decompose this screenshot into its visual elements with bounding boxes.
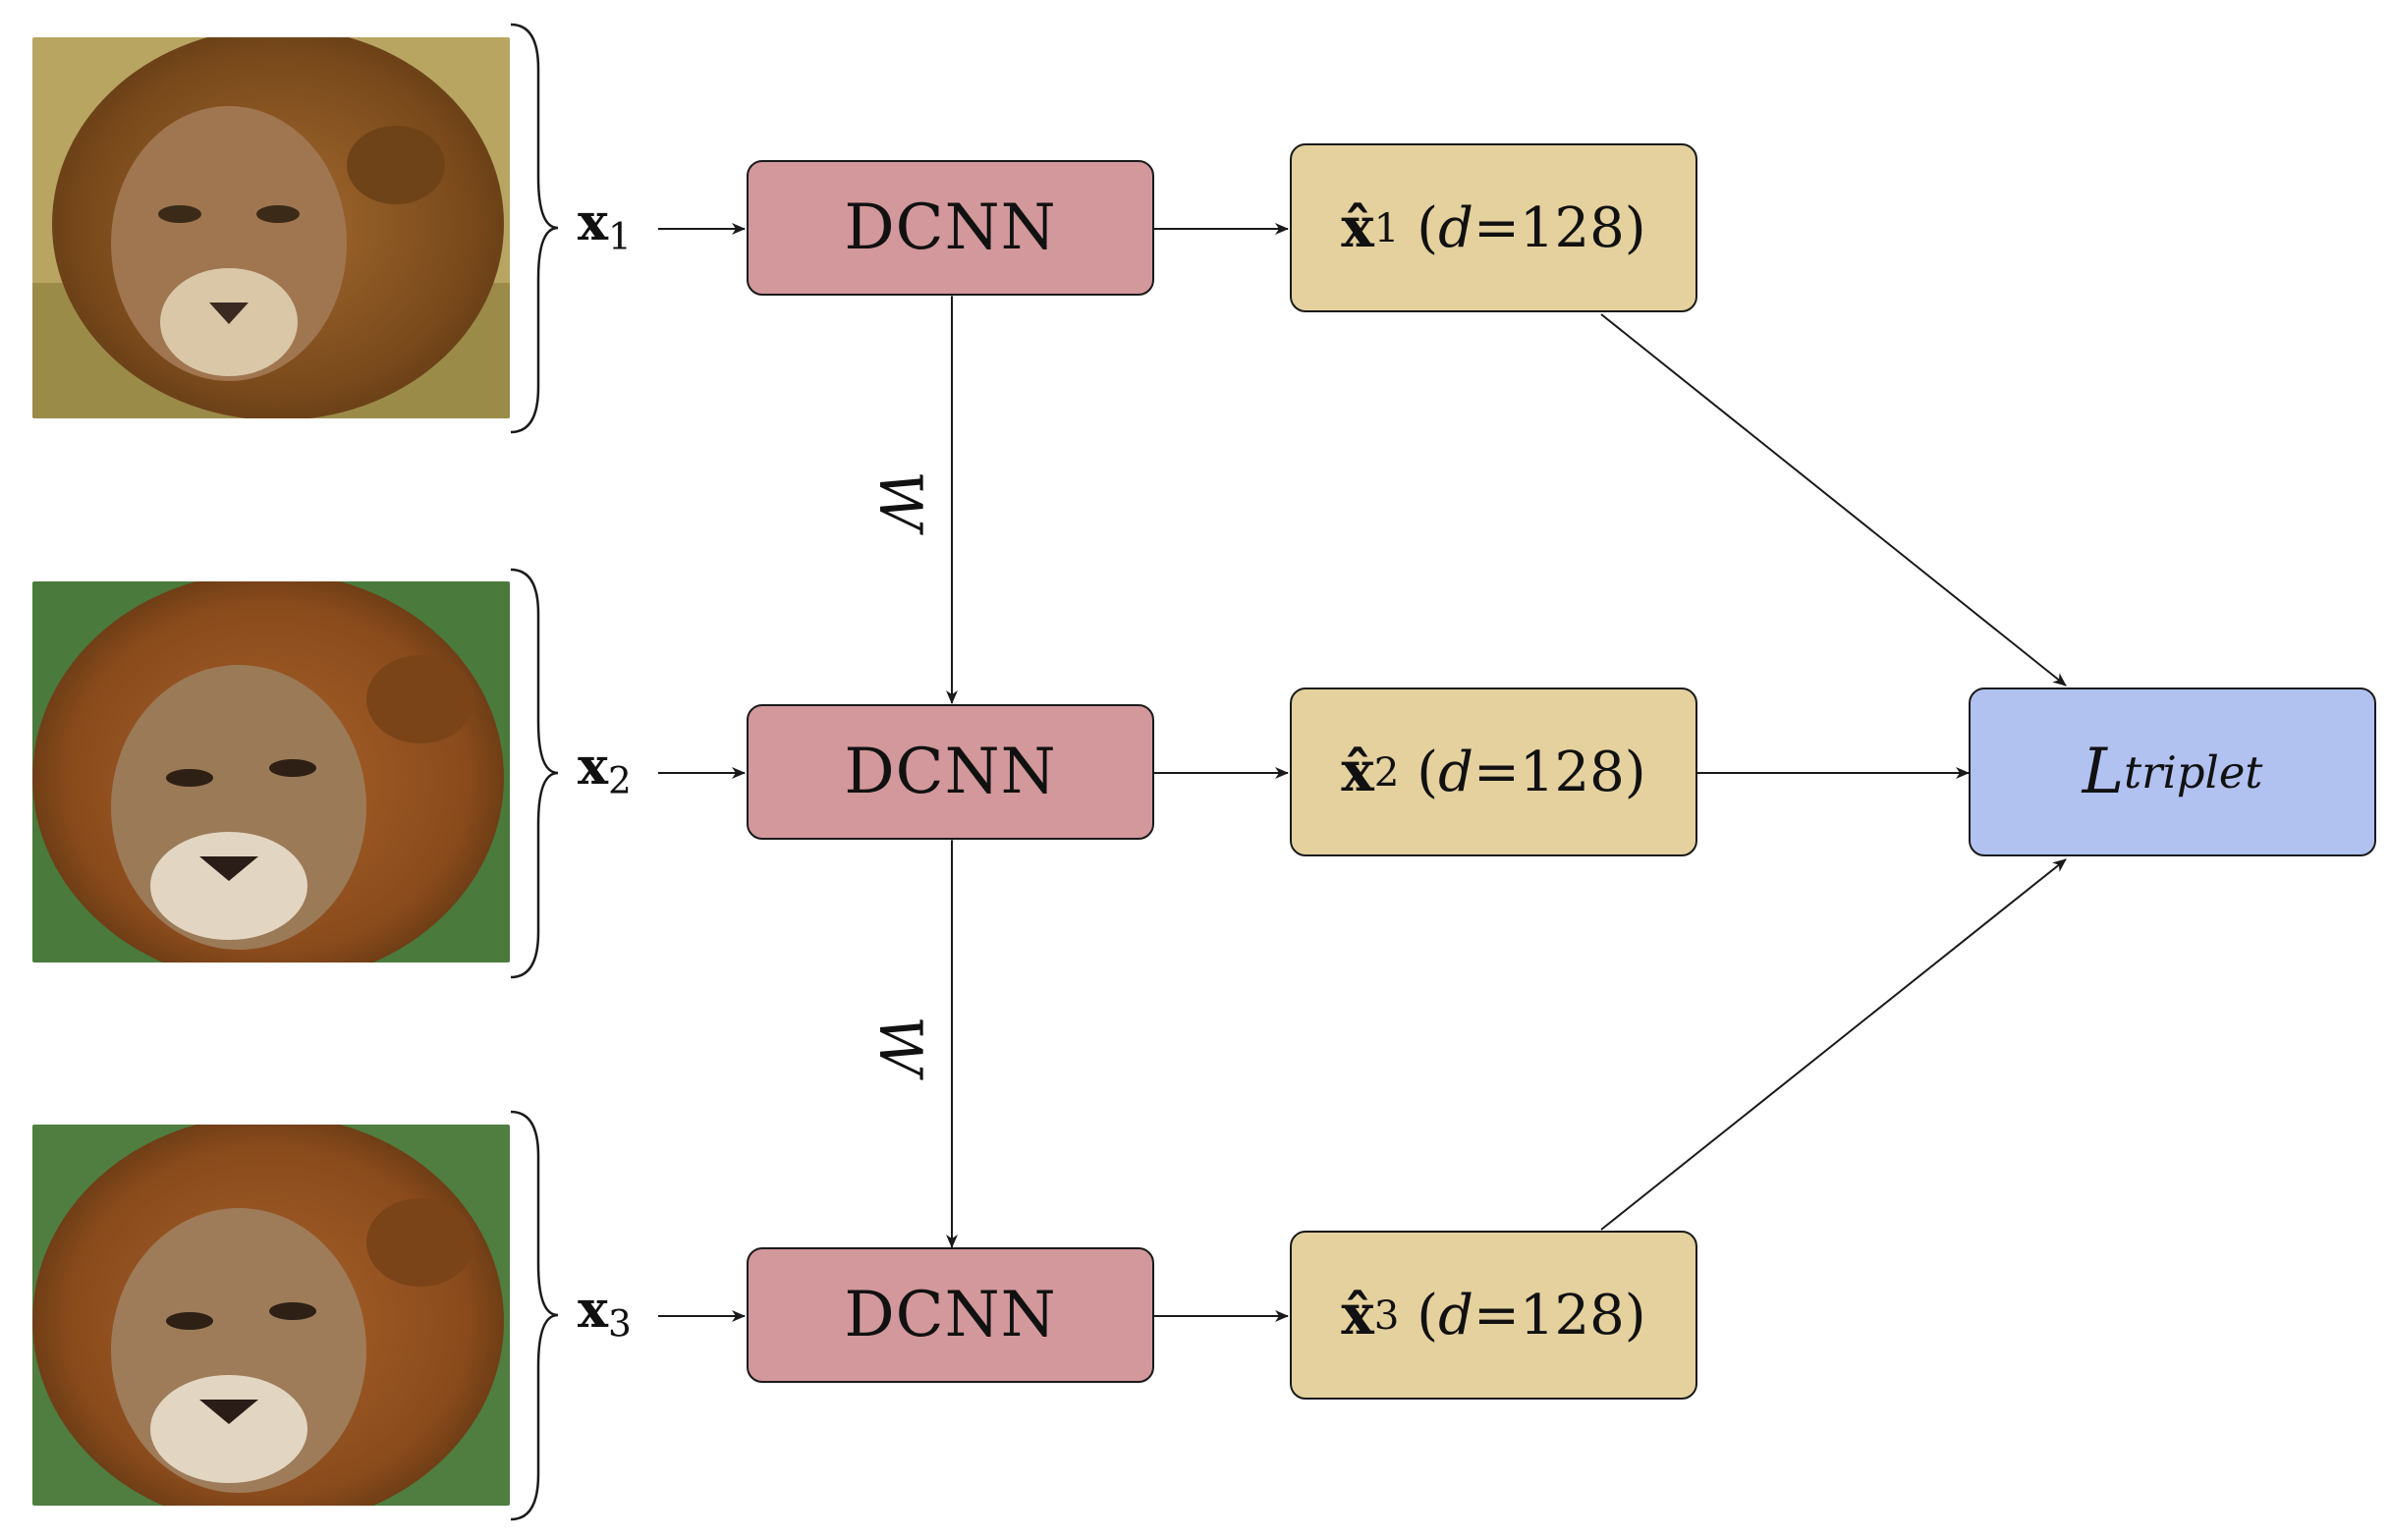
input-label-sub: 1 — [608, 214, 632, 258]
arrow-icon-emb1-loss — [1600, 313, 2067, 687]
embedding-var: d — [1438, 740, 1473, 804]
dcnn-label: DCNN — [844, 1279, 1057, 1351]
input-label-sub: 2 — [608, 758, 632, 802]
embedding-sub: 1 — [1373, 204, 1400, 251]
embedding-sub: 3 — [1373, 1292, 1400, 1339]
embedding-sub: 2 — [1373, 748, 1400, 796]
input-label-2: x2 — [578, 737, 632, 801]
lion-photo-1 — [32, 37, 510, 418]
embedding-value: 128 — [1519, 1283, 1625, 1348]
input-label-main: x — [578, 192, 609, 252]
input-label-main: x — [578, 1280, 609, 1340]
embedding-main: x̂ — [1341, 1283, 1374, 1348]
shared-weight-label-1: W — [864, 470, 934, 531]
brace-icon-3 — [510, 1110, 559, 1521]
loss-main: L — [2082, 736, 2125, 808]
input-label-main: x — [578, 737, 609, 797]
arrow-icon-emb3-loss — [1600, 858, 2067, 1231]
embedding-eq: = — [1473, 740, 1520, 804]
dcnn-box-1: DCNN — [747, 160, 1154, 296]
shared-weight-label-2: W — [864, 1016, 934, 1076]
brace-icon-2 — [510, 568, 559, 979]
dcnn-box-3: DCNN — [747, 1247, 1154, 1383]
embedding-box-3: x̂3 (d = 128) — [1290, 1231, 1697, 1400]
input-label-sub: 3 — [608, 1301, 632, 1346]
dcnn-label: DCNN — [844, 192, 1057, 264]
embedding-var: d — [1438, 195, 1473, 260]
embedding-eq: = — [1473, 195, 1520, 260]
dcnn-box-2: DCNN — [747, 704, 1154, 840]
brace-icon-1 — [510, 23, 559, 434]
embedding-main: x̂ — [1341, 740, 1374, 804]
lion-photo-3 — [32, 1125, 510, 1506]
dcnn-label: DCNN — [844, 736, 1057, 808]
loss-sub: triplet — [2124, 745, 2263, 798]
lion-photo-2 — [32, 581, 510, 962]
embedding-value: 128 — [1519, 740, 1625, 804]
embedding-eq: = — [1473, 1283, 1520, 1348]
input-label-3: x3 — [578, 1280, 632, 1345]
input-label-1: x1 — [578, 192, 632, 257]
embedding-box-1: x̂1 (d = 128) — [1290, 143, 1697, 312]
embedding-var: d — [1438, 1283, 1473, 1348]
embedding-box-2: x̂2 (d = 128) — [1290, 688, 1697, 856]
embedding-main: x̂ — [1341, 195, 1374, 260]
embedding-value: 128 — [1519, 195, 1625, 260]
